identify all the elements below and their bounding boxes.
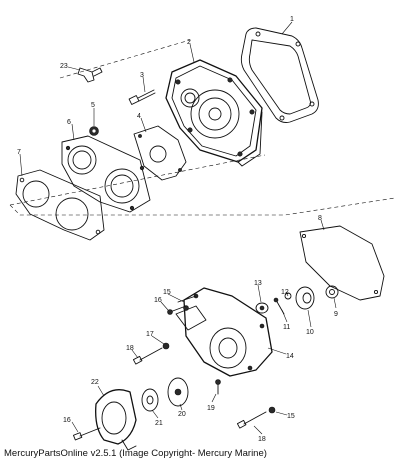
callout-1: 1: [290, 16, 294, 23]
callout-12: 12: [281, 289, 289, 296]
bolt-18-left: [139, 347, 163, 361]
plate-4: [133, 125, 187, 181]
callout-9: 9: [334, 311, 338, 318]
callout-20: 20: [178, 411, 186, 418]
image-caption: MercuryPartsOnline v2.5.1 (Image Copyrig…: [4, 448, 267, 459]
washer-21: [141, 388, 159, 412]
impeller-20: [167, 377, 189, 407]
callout-4: 4: [137, 113, 141, 120]
bolt-16-lower: [79, 427, 101, 437]
seal-9: [325, 285, 339, 299]
gasket-8: [299, 225, 385, 301]
elbow-fitting-23: [77, 67, 103, 83]
bolt-15-upper: [177, 295, 197, 303]
callout-7: 7: [17, 149, 21, 156]
callout-15-lower: 15: [287, 413, 295, 420]
parts-20-22: [95, 377, 189, 451]
callout-18-right: 18: [258, 436, 266, 443]
callout-5: 5: [91, 102, 95, 109]
washer-15-lower: [268, 406, 276, 414]
nut-17: [162, 342, 170, 350]
bolt-16-upper: [169, 305, 187, 313]
nut-5: [89, 126, 99, 136]
washer-12: [284, 292, 292, 300]
parts-9-13: [255, 285, 339, 315]
callout-18-left: 18: [126, 345, 134, 352]
callout-23: 23: [60, 63, 68, 70]
gasket-7: [15, 169, 105, 241]
screw-3: [128, 89, 156, 105]
cover-22: [95, 389, 137, 445]
callout-15-upper: 15: [163, 289, 171, 296]
bolt-18-right: [243, 411, 267, 425]
housing-6: [61, 135, 151, 213]
callout-16-lower: 16: [63, 417, 71, 424]
callout-6: 6: [67, 119, 71, 126]
callout-17: 17: [146, 331, 154, 338]
callout-10: 10: [306, 329, 314, 336]
callout-22: 22: [91, 379, 99, 386]
housing-2: [165, 59, 263, 167]
housing-14: [175, 287, 273, 377]
leader-lines: [19, 21, 337, 435]
callout-21: 21: [155, 420, 163, 427]
callout-11: 11: [283, 324, 290, 331]
callout-2: 2: [187, 39, 191, 46]
callout-8: 8: [318, 215, 322, 222]
seal-13: [255, 302, 269, 314]
callout-19: 19: [207, 405, 215, 412]
gasket-1: [240, 27, 319, 123]
callout-labels: 1 2 3 4 5 6 7 8 9 10 11 12 13 14 15 15 1…: [17, 16, 338, 443]
callout-16-upper: 16: [154, 297, 162, 304]
fasteners: [73, 295, 276, 441]
callout-14: 14: [286, 353, 294, 360]
callout-13: 13: [254, 280, 262, 287]
cap-10: [295, 286, 315, 310]
callout-3: 3: [140, 72, 144, 79]
